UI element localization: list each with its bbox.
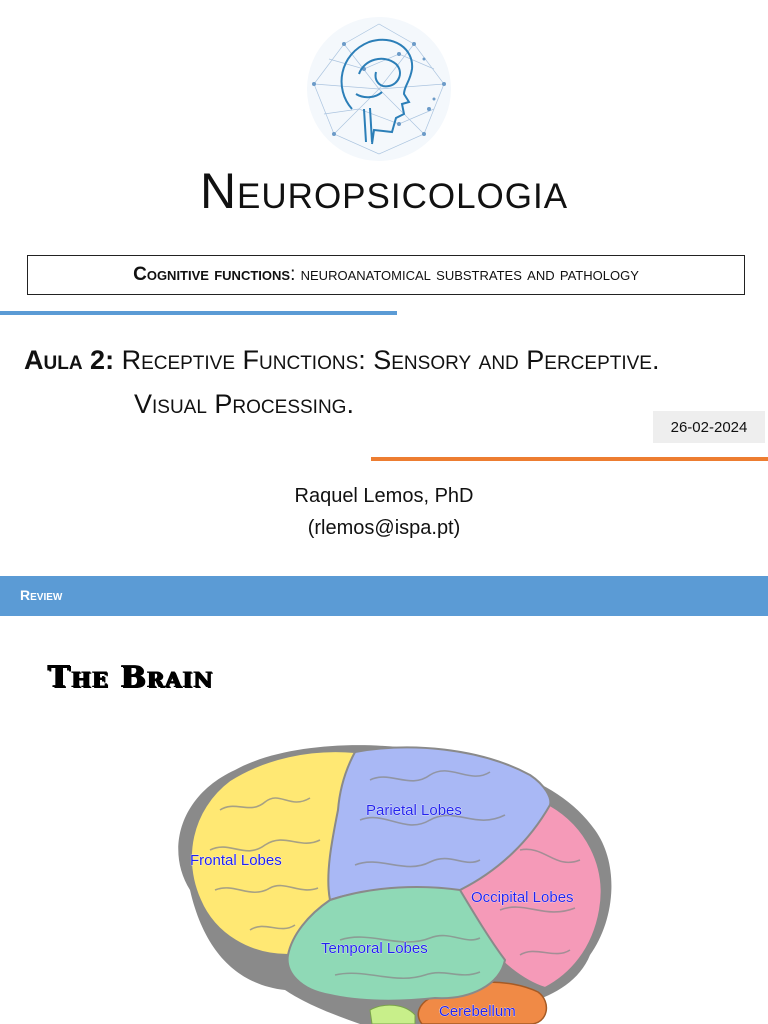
label-temporal: Temporal Lobes	[321, 940, 428, 957]
label-parietal: Parietal Lobes	[366, 802, 462, 819]
cover-slide: Neuropsicologia Cognitive functions : ne…	[0, 17, 768, 544]
section-label: Review	[20, 587, 63, 603]
lesson-heading: Aula 2: Receptive Functions: Sensory and…	[24, 345, 659, 376]
lesson-label: Aula 2:	[24, 345, 115, 375]
course-subtitle-box: Cognitive functions : neuroanatomical su…	[27, 255, 745, 295]
course-title: Neuropsicologia	[199, 163, 569, 219]
label-occipital: Occipital Lobes	[471, 889, 574, 906]
author-email: (rlemos@ispa.pt)	[307, 517, 461, 539]
brain-lobes-diagram: Parietal Lobes Frontal Lobes Occipital L…	[178, 745, 612, 1024]
subtitle-bold: Cognitive functions	[133, 264, 291, 285]
date-badge: 26-02-2024	[653, 411, 765, 443]
blue-divider	[0, 311, 397, 315]
label-cerebellum: Cerebellum	[439, 1003, 516, 1020]
slide-title: The Brain	[48, 660, 214, 695]
subtitle-rest: : neuroanatomical substrates and patholo…	[290, 264, 639, 285]
orange-divider	[371, 457, 768, 461]
brain-network-logo	[307, 17, 451, 161]
author-block: Raquel Lemos, PhD (rlemos@ispa.pt)	[0, 480, 768, 544]
lesson-title-line1: Receptive Functions: Sensory and Percept…	[114, 345, 660, 375]
section-banner: Review	[0, 576, 768, 616]
frontal-region	[189, 750, 357, 957]
temporal-region	[286, 886, 507, 1002]
lesson-title-line2: Visual Processing.	[134, 389, 354, 419]
label-frontal: Frontal Lobes	[190, 852, 282, 869]
author-name: Raquel Lemos, PhD	[294, 485, 474, 507]
